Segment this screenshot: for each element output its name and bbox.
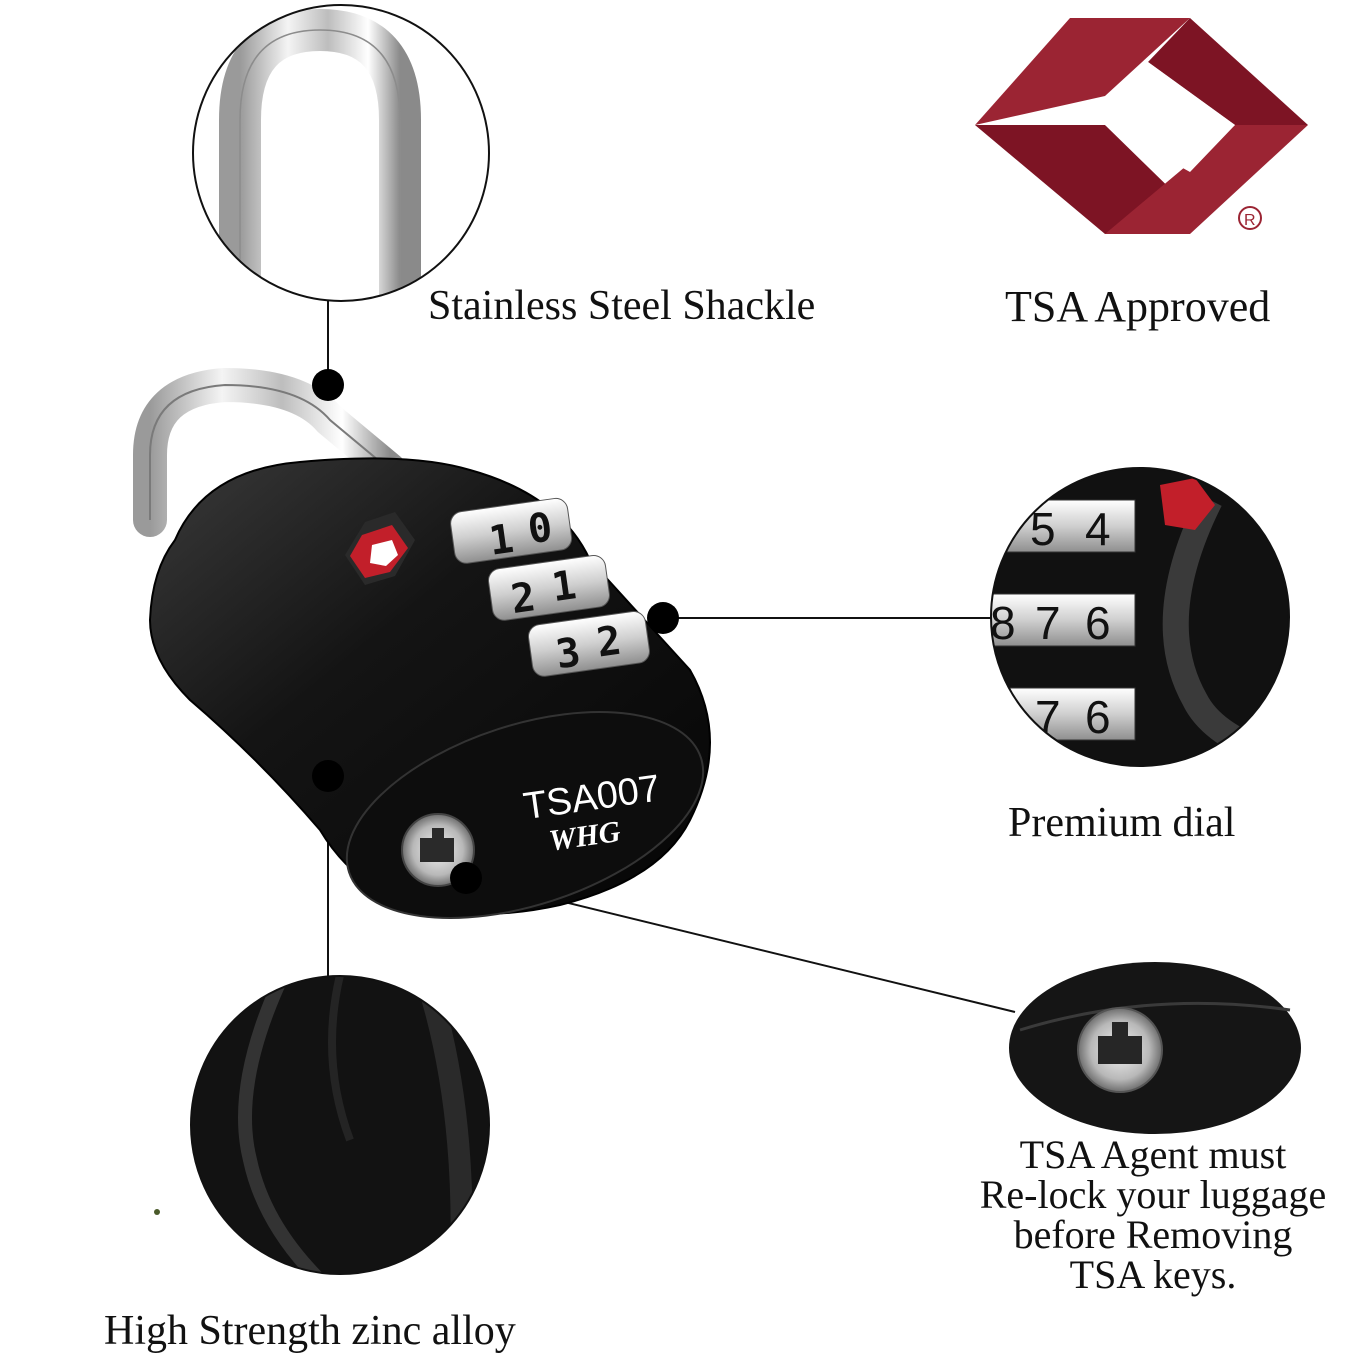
agent-line-1: TSA Agent must [1019, 1132, 1287, 1177]
zinc-closeup [190, 975, 490, 1275]
feature-label-tsa-approved: TSA Approved [1005, 282, 1271, 331]
agent-line-3: before Removing [1013, 1212, 1293, 1257]
closeup-row1-digit-a: 5 [1030, 503, 1056, 555]
closeup-row2-digit-c: 6 [1085, 597, 1111, 649]
speck [154, 1209, 160, 1215]
tsa-logo: R [975, 18, 1308, 234]
lock-dials: 1 0 2 1 3 2 [450, 497, 650, 678]
agent-line-2: Re-lock your luggage [979, 1172, 1327, 1217]
closeup-row3-digit-b: 6 [1085, 691, 1111, 743]
closeup-row1-digit-b: 4 [1085, 503, 1111, 555]
callout-dots [312, 369, 679, 894]
feature-label-dial: Premium dial [1008, 800, 1236, 846]
shackle-closeup [192, 4, 490, 302]
closeup-row2-digit-a: 8 [990, 597, 1016, 649]
feature-label-zinc-alloy: High Strength zinc alloy [104, 1308, 516, 1354]
agent-line-4: TSA keys. [1069, 1252, 1237, 1297]
registered-mark-icon [1238, 206, 1262, 230]
padlock-photo: 1 0 2 1 3 2 TSA007 WHG [133, 367, 711, 919]
dial-closeup: 5 4 8 7 6 7 6 [990, 467, 1290, 767]
keyhole-closeup [1009, 962, 1301, 1134]
lock-tsa-logo [345, 512, 415, 585]
feature-label-tsa-agent: TSA Agent must Re-lock your luggage befo… [945, 1135, 1361, 1295]
closeup-row2-digit-b: 7 [1035, 597, 1061, 649]
registered-mark-letter: R [1244, 212, 1256, 229]
feature-label-shackle: Stainless Steel Shackle [428, 283, 816, 329]
